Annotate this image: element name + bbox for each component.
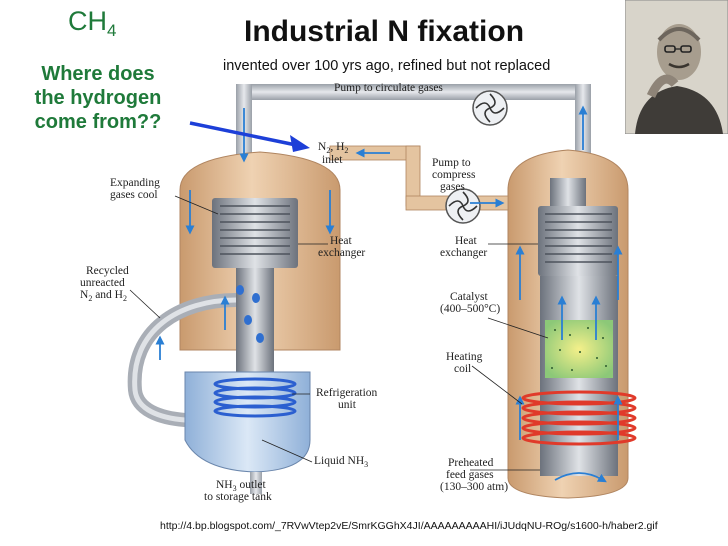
label-recycled-1: Recycled — [86, 265, 129, 277]
left-heat-exchanger-fins — [220, 205, 290, 255]
label-pump-compress-3: gases — [440, 181, 465, 193]
label-outlet-2: to storage tank — [204, 491, 272, 503]
catalyst-dots — [551, 327, 607, 371]
compression-pump — [445, 188, 481, 224]
label-pump-compress-2: compress — [432, 169, 476, 181]
cooling-coil — [213, 377, 297, 418]
label-preheated-1: Preheated — [448, 457, 494, 469]
label-heat-exchanger-right-2: exchanger — [440, 247, 487, 259]
label-recycled-2: unreacted — [80, 277, 125, 289]
formula-main: CH — [68, 6, 107, 36]
label-heat-exchanger-left-1: Heat — [330, 235, 353, 247]
label-refrigeration-2: unit — [338, 399, 357, 411]
label-inlet: N2, H2 — [318, 141, 348, 155]
slide-subtitle: invented over 100 yrs ago, refined but n… — [223, 58, 551, 74]
refrigeration-unit — [184, 371, 311, 494]
label-preheated-3: (130–300 atm) — [440, 481, 508, 493]
label-expanding-1: Expanding — [110, 177, 160, 189]
circulation-pump — [472, 90, 508, 126]
formula-subscript: 4 — [107, 21, 117, 40]
label-pump-compress-1: Pump to — [432, 157, 471, 169]
label-heating-1: Heating — [446, 351, 483, 363]
label-recycled-3: N2 and H2 — [80, 289, 127, 303]
hydrogen-question: Where does the hydrogen come from?? — [6, 62, 190, 134]
label-heat-exchanger-right-1: Heat — [455, 235, 478, 247]
slide-title: Industrial N fixation — [244, 15, 525, 48]
image-source-credit: http://4.bp.blogspot.com/_7RVwVtep2vE/Sm… — [160, 520, 658, 532]
catalyst-bed — [545, 320, 613, 378]
label-heating-2: coil — [454, 363, 471, 375]
question-line-3: come from?? — [34, 111, 162, 133]
callout-lines — [129, 195, 549, 471]
portrait-photo — [625, 0, 728, 134]
methane-formula: CH4 — [68, 6, 116, 41]
label-heat-exchanger-left-2: exchanger — [318, 247, 365, 259]
pointer-arrow — [189, 121, 310, 152]
inlet-pipe — [329, 145, 509, 211]
question-line-1: Where does — [41, 63, 155, 85]
label-expanding-2: gases cool — [110, 189, 158, 201]
label-catalyst-1: Catalyst — [450, 291, 488, 303]
label-inlet-line2: inlet — [322, 154, 343, 166]
label-refrigeration-1: Refrigeration — [316, 387, 378, 399]
label-pump-circulate: Pump to circulate gases — [334, 82, 443, 94]
right-heat-exchanger-fins — [545, 213, 612, 263]
label-preheated-2: feed gases — [446, 469, 494, 481]
question-line-2: the hydrogen — [34, 87, 162, 109]
label-outlet-1: NH3 outlet — [216, 479, 266, 493]
label-liquid-ammonia: Liquid NH3 — [314, 455, 368, 469]
flow-arrows — [155, 105, 623, 483]
label-catalyst-2: (400–500°C) — [440, 303, 500, 315]
